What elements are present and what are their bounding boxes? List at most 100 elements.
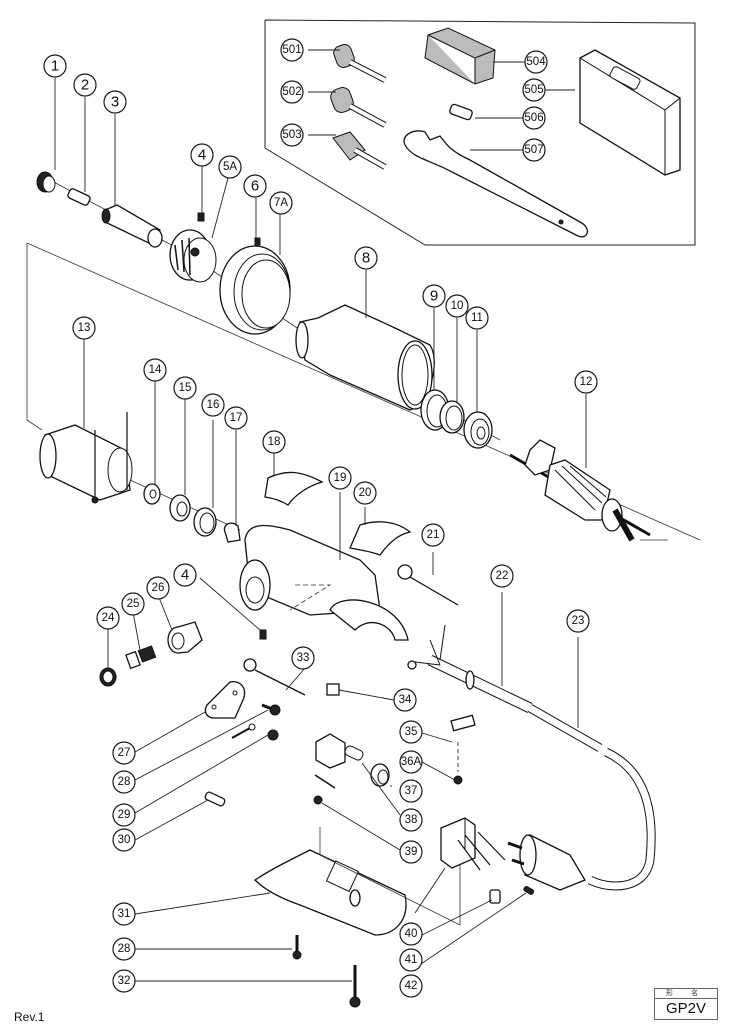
svg-text:10: 10 [451, 300, 464, 312]
svg-text:27: 27 [118, 747, 131, 759]
cord-clip-35 [450, 714, 476, 732]
svg-text:19: 19 [334, 472, 347, 484]
svg-text:4: 4 [198, 147, 206, 164]
svg-text:41: 41 [405, 954, 418, 966]
terminal-42 [523, 886, 535, 895]
screw-39 [313, 774, 336, 805]
collet-nut-1 [36, 171, 56, 193]
screw-29 [231, 723, 279, 741]
spindle-3 [101, 204, 163, 248]
callout-42: 42 [399, 974, 423, 998]
callout-4-lower: 4 [173, 563, 197, 587]
callout-16: 16 [201, 393, 225, 417]
svg-text:36A: 36A [401, 756, 422, 768]
svg-text:506: 506 [524, 112, 543, 124]
callout-506: 506 [522, 106, 546, 130]
svg-text:35: 35 [405, 726, 418, 738]
callout-24: 24 [96, 606, 120, 630]
svg-text:29: 29 [118, 809, 131, 821]
callout-15: 15 [173, 376, 197, 400]
svg-text:12: 12 [580, 376, 593, 388]
callout-38: 38 [399, 808, 423, 832]
svg-text:32: 32 [118, 975, 131, 987]
wire-guide-33 [243, 658, 306, 696]
svg-text:25: 25 [127, 598, 140, 610]
callout-504: 504 [524, 50, 548, 74]
svg-text:7A: 7A [274, 197, 288, 209]
grinding-stone-503 [332, 131, 387, 170]
callout-17: 17 [224, 406, 248, 430]
controller-40 [440, 817, 506, 871]
callout-41: 41 [399, 948, 423, 972]
callout-9: 9 [422, 284, 446, 308]
collet-506 [449, 103, 473, 121]
callout-23: 23 [566, 609, 590, 633]
handle-cover-31 [253, 827, 461, 936]
callout-507: 507 [522, 138, 546, 162]
dial-37 [370, 763, 390, 787]
callout-28-lower: 28 [112, 937, 136, 961]
brush-holder-26 [167, 621, 203, 654]
ball-bearing-11 [463, 411, 493, 449]
revision-label: Rev.1 [14, 1010, 45, 1024]
callout-37: 37 [399, 779, 423, 803]
callout-10: 10 [445, 294, 469, 318]
set-screw-4b [259, 629, 267, 640]
svg-text:15: 15 [179, 382, 192, 394]
svg-text:13: 13 [78, 322, 91, 334]
svg-text:39: 39 [405, 846, 418, 858]
svg-text:30: 30 [118, 834, 131, 846]
brush-cap-24 [99, 667, 117, 687]
callout-503: 503 [280, 123, 304, 147]
label-20 [349, 521, 412, 556]
svg-text:5A: 5A [223, 161, 237, 173]
callout-12: 12 [574, 370, 598, 394]
callout-27: 27 [112, 741, 136, 765]
ball-bearing-15 [169, 494, 191, 522]
svg-text:6: 6 [251, 178, 259, 195]
washer-10 [439, 400, 465, 434]
callout-21: 21 [421, 523, 445, 547]
svg-text:505: 505 [524, 84, 543, 96]
screw-28b [292, 935, 302, 960]
callout-11: 11 [465, 306, 489, 330]
set-screw-4 [197, 212, 205, 222]
callout-32: 32 [112, 969, 136, 993]
terminal-30 [204, 791, 226, 807]
callout-28-upper: 28 [112, 770, 136, 794]
callout-18: 18 [262, 430, 286, 454]
callout-7a: 7A [269, 191, 293, 215]
svg-text:504: 504 [526, 56, 546, 68]
wire-guide-21 [397, 564, 459, 606]
svg-text:2: 2 [81, 77, 89, 94]
svg-text:14: 14 [149, 364, 162, 376]
callout-22: 22 [490, 564, 514, 588]
rubber-bushing-17 [223, 522, 241, 543]
svg-text:18: 18 [268, 436, 281, 448]
svg-text:42: 42 [405, 980, 418, 992]
lock-ring-5a [169, 229, 217, 283]
tapping-screw-32 [349, 965, 361, 1008]
set-screw-6 [254, 237, 261, 246]
svg-text:33: 33 [297, 652, 310, 664]
svg-text:8: 8 [362, 250, 370, 267]
callout-501: 501 [280, 38, 304, 62]
callout-2: 2 [73, 73, 97, 97]
callout-19: 19 [328, 466, 352, 490]
callout-40: 40 [399, 922, 423, 946]
tail-cover-19 [239, 524, 409, 641]
wrench-507 [403, 130, 588, 238]
callout-29: 29 [112, 803, 136, 827]
model-number: GP2V [665, 1000, 707, 1017]
callout-1: 1 [43, 54, 67, 78]
svg-text:34: 34 [399, 694, 412, 706]
callout-36a: 36A [399, 750, 423, 774]
svg-text:26: 26 [152, 582, 165, 594]
callout-25: 25 [121, 592, 145, 616]
accessory-box-frame [264, 19, 696, 246]
callout-33: 33 [291, 646, 315, 670]
callout-14: 14 [143, 358, 167, 382]
noise-suppressor-34 [326, 683, 340, 696]
svg-text:501: 501 [282, 44, 301, 56]
